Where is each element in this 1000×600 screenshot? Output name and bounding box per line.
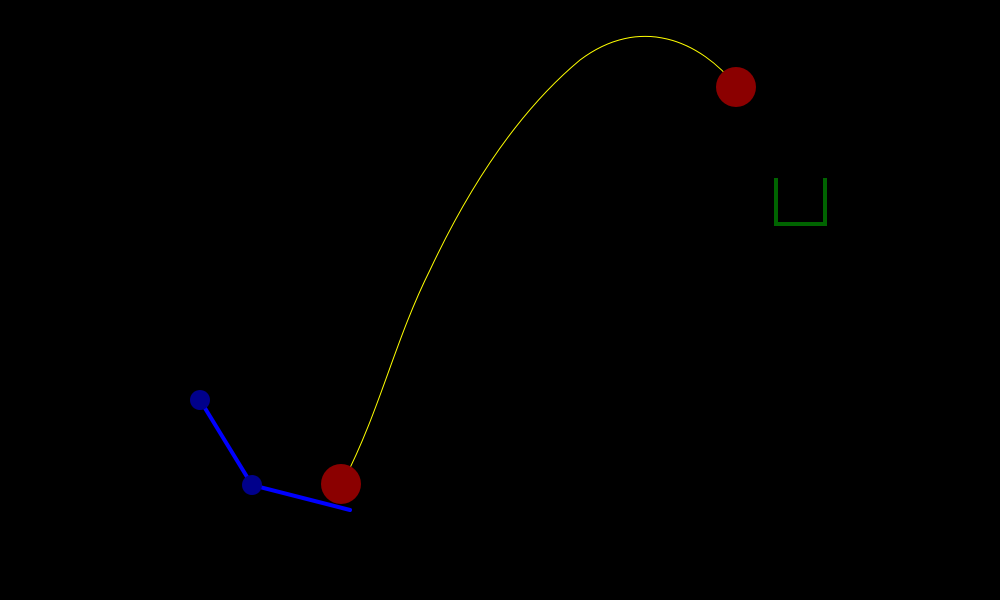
ball-start [321, 464, 361, 504]
arm-elbow-joint [242, 475, 262, 495]
robot-arm [190, 390, 352, 512]
arm-shoulder-joint [190, 390, 210, 410]
ball-trajectory [343, 36, 738, 481]
ball-current [716, 67, 756, 107]
arm-upper-segment [198, 398, 254, 487]
goal-basket [774, 178, 827, 226]
arm-lower-segment [250, 483, 352, 512]
